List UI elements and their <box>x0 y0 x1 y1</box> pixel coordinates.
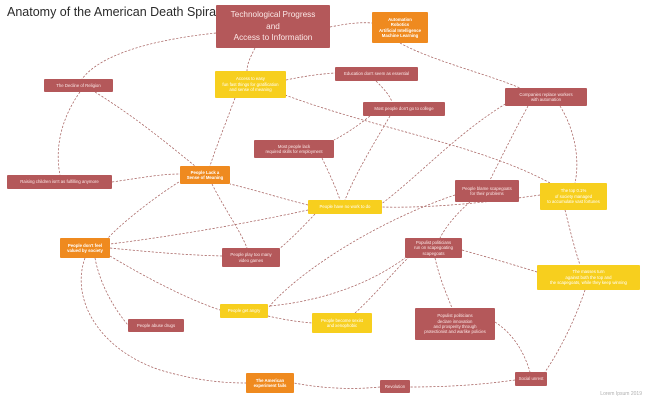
edge-religion-children <box>57 91 81 176</box>
edge-companies-toppercent <box>559 105 578 184</box>
edge-revolution-american <box>293 382 381 389</box>
edge-education-college <box>375 80 393 103</box>
node-dont-go-to-college: Most people don't go to college <box>363 102 445 116</box>
edge-skills-nothing <box>321 157 341 201</box>
edge-notvalued-angry <box>109 255 221 311</box>
edge-companies-blame <box>489 105 529 181</box>
edge-notvalued-videogames <box>109 247 223 257</box>
edge-companies-nothing <box>379 99 513 206</box>
edge-nothing-lackmeaning <box>229 183 309 206</box>
edge-deny-unrest <box>494 321 531 373</box>
node-decline-of-religion: The Decline of Religion <box>44 79 113 92</box>
edge-masses-unrest <box>544 289 586 373</box>
edge-become-populist <box>354 257 409 314</box>
node-no-work-to-do: People have no work to do <box>308 200 382 214</box>
edge-unrest-revolution <box>409 379 516 388</box>
edge-populist-deny <box>434 257 453 309</box>
edge-nothing-videogames <box>274 213 316 253</box>
node-abuse-drugs: People abuse drugs <box>128 319 184 332</box>
edge-access-toppercent <box>284 94 551 184</box>
edge-college-nothing <box>344 115 391 201</box>
edge-tech-religion <box>81 32 217 80</box>
node-social-unrest: Social unrest <box>515 372 547 386</box>
node-education-not-essential: Education don't seem as essential <box>335 67 418 81</box>
edge-angry-populist <box>269 257 406 307</box>
edge-nothing-notvalued <box>109 209 309 245</box>
edge-blame-populist <box>439 201 471 239</box>
edge-college-skills <box>333 115 371 141</box>
edge-populist-masses <box>461 249 538 273</box>
edge-access-education <box>285 72 336 81</box>
diagram-title: Anatomy of the American Death Spiral <box>7 5 219 19</box>
node-revolution: Revolution <box>380 380 410 393</box>
edge-children-lackmeaning <box>111 173 181 183</box>
credit-text: Lorem Ipsum 2019 <box>600 391 642 397</box>
edge-lackmeaning-videogames <box>211 183 248 249</box>
edge-tech-automation <box>329 22 373 28</box>
edge-tech-access <box>246 47 256 72</box>
edge-notvalued-american <box>80 257 247 384</box>
node-raising-children: Raising children isn't as fulfilling any… <box>7 175 112 189</box>
edge-religion-lackmeaning <box>94 91 196 167</box>
node-get-angry: People get angry <box>220 304 268 318</box>
edge-access-lackmeaning <box>209 97 236 167</box>
edge-automation-companies <box>399 42 521 89</box>
edge-angry-become <box>267 315 313 324</box>
edge-notvalued-drugs <box>94 257 129 326</box>
edge-toppercent-masses <box>564 209 581 266</box>
edge-lackmeaning-notvalued <box>107 179 183 239</box>
